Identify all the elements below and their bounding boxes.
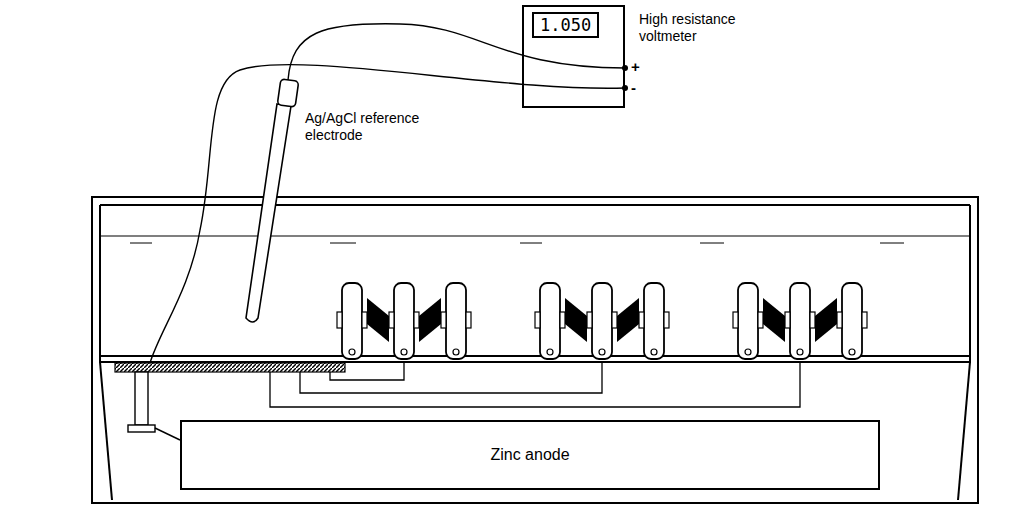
terminal-dot xyxy=(622,85,628,91)
sample-rack xyxy=(733,283,867,359)
electrode-cap xyxy=(277,79,298,107)
voltage-reading: 1.050 xyxy=(540,15,591,35)
sample-wire xyxy=(270,362,800,407)
sample-rack xyxy=(535,283,669,359)
tank-wall xyxy=(969,205,971,356)
post-base xyxy=(128,425,155,432)
sample-wire xyxy=(330,362,404,380)
water-line xyxy=(100,235,970,236)
water-dash xyxy=(330,243,356,244)
terminal-strip xyxy=(115,363,345,372)
reference-electrode xyxy=(246,104,291,322)
water-dash xyxy=(130,243,152,244)
water-dash xyxy=(520,243,542,244)
water-dash xyxy=(880,243,904,244)
display-readout: 1.050 xyxy=(532,12,599,38)
instrument-label: High resistance voltmeter xyxy=(639,11,751,45)
terminal-sign: + xyxy=(631,58,640,76)
anode-lead xyxy=(155,428,180,440)
anode-label: Zinc anode xyxy=(490,446,569,464)
terminal-dot xyxy=(622,65,628,71)
tank-support xyxy=(958,362,970,500)
terminal-sign: - xyxy=(631,79,636,97)
electrode-label: Ag/AgCl reference electrode xyxy=(305,110,437,144)
voltmeter-box: High resistance voltmeter1.050 xyxy=(522,5,625,108)
sample-shelf xyxy=(100,356,970,362)
zinc-anode: Zinc anode xyxy=(180,420,880,490)
water-dash xyxy=(700,243,724,244)
tank-rim xyxy=(100,204,970,206)
tank-wall xyxy=(99,205,101,356)
negative-wire xyxy=(150,65,625,363)
tank-support xyxy=(100,362,112,500)
sample-rack xyxy=(337,283,471,359)
terminal-post xyxy=(135,372,148,425)
sample-wire xyxy=(300,362,602,393)
tank-outline xyxy=(92,197,978,503)
